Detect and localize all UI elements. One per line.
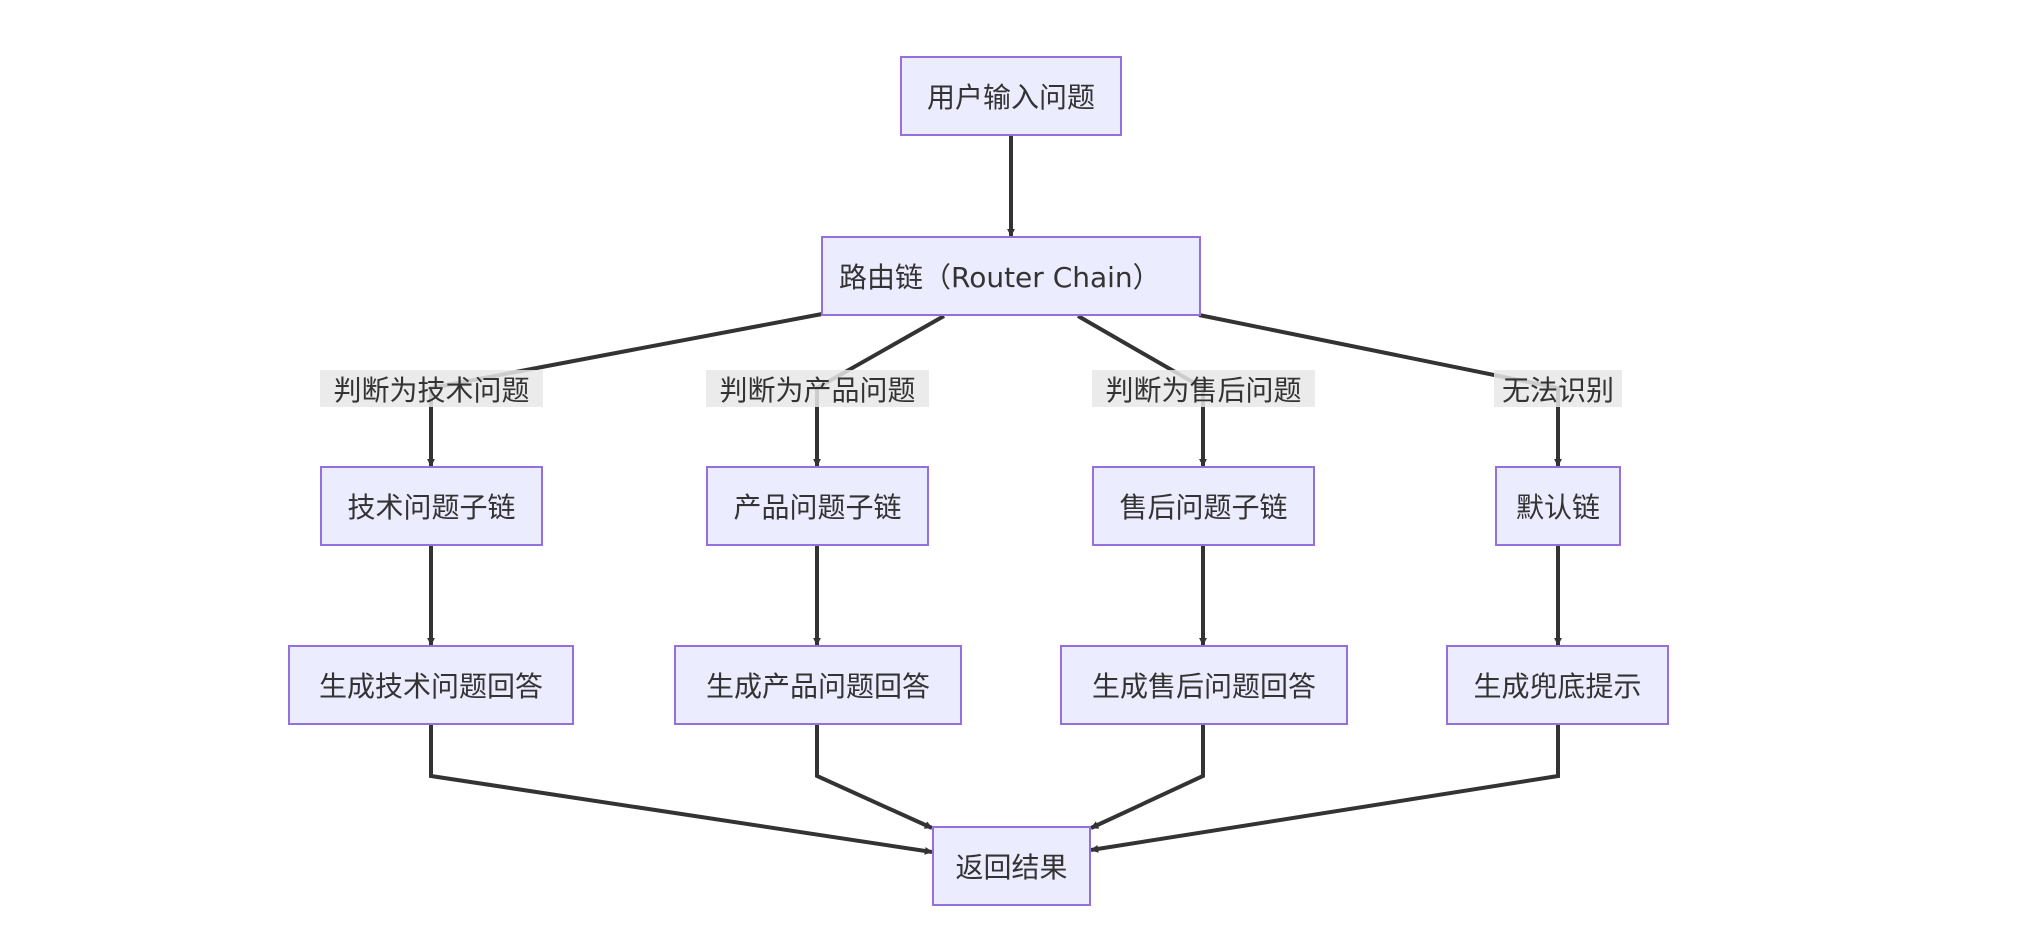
edge-label-unknown: 无法识别 [1494, 370, 1622, 407]
edge-fallback-result [1090, 725, 1560, 853]
edge-product-result [815, 725, 933, 830]
node-default-chain: 默认链 [1495, 466, 1621, 546]
node-product-answer: 生成产品问题回答 [674, 645, 962, 725]
edge-label-aftersale: 判断为售后问题 [1092, 370, 1315, 407]
edge-label-product: 判断为产品问题 [706, 370, 929, 407]
node-tech-answer: 生成技术问题回答 [288, 645, 574, 725]
edge-label-tech: 判断为技术问题 [320, 370, 543, 407]
node-tech-chain: 技术问题子链 [320, 466, 543, 546]
node-result: 返回结果 [932, 826, 1091, 906]
node-product-chain: 产品问题子链 [706, 466, 929, 546]
edge-aftersale-result [1090, 725, 1205, 830]
node-router-chain: 路由链（Router Chain） [821, 236, 1201, 316]
node-user-input: 用户输入问题 [900, 56, 1122, 136]
edge-tech-result [429, 725, 933, 855]
node-aftersale-chain: 售后问题子链 [1092, 466, 1315, 546]
node-fallback: 生成兜底提示 [1446, 645, 1669, 725]
node-aftersale-answer: 生成售后问题回答 [1060, 645, 1348, 725]
